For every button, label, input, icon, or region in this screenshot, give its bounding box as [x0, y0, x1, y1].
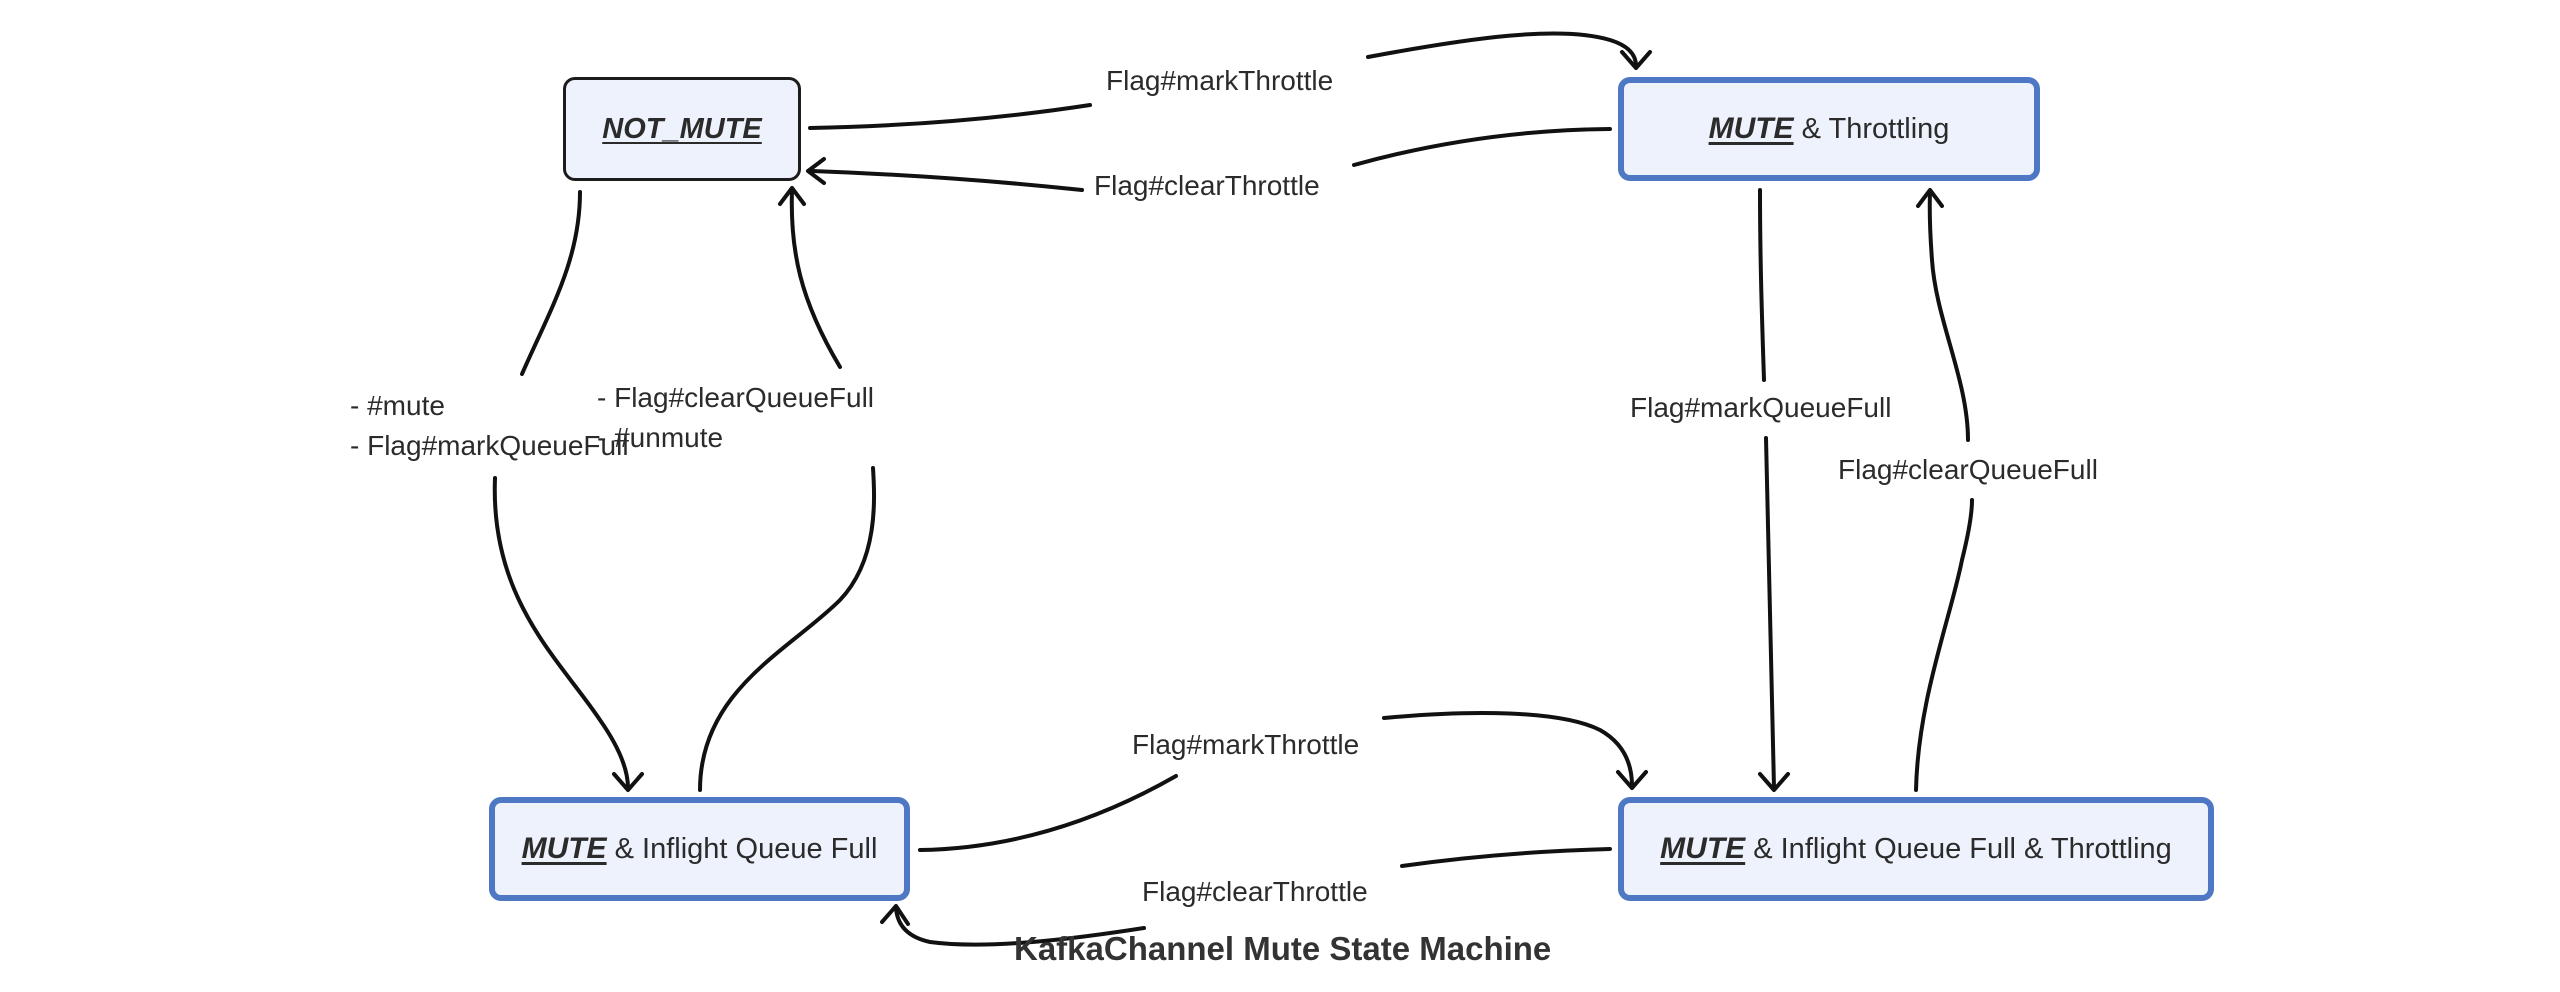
state-mute-queue-full-throttling: MUTE & Inflight Queue Full & Throttling: [1618, 797, 2214, 901]
label-mark-queue-full-left: - Flag#markQueueFull: [350, 430, 629, 461]
arrow-not-mute-to-queue-full-2: [492, 476, 630, 790]
arrowhead-queue-full-throttling-in-top: [1758, 772, 1790, 792]
arrowhead-throttling-in-bottom: [1916, 188, 1944, 208]
arrowhead-queue-full-throttling-in-left: [1616, 770, 1648, 790]
arrow-queue-full-to-queue-full-throttling: [918, 774, 1178, 852]
arrowhead-queue-full-in-top: [612, 772, 644, 792]
arrow-queue-full-to-not-mute: [698, 466, 877, 792]
arrow-throttling-to-not-mute: [1352, 127, 1612, 167]
arrow-throttling-to-queue-full-throttling-2: [1764, 436, 1776, 790]
arrow-queue-full-throttling-to-queue-full-2: [894, 906, 1146, 947]
label-clear-queue-full-right: Flag#clearQueueFull: [1838, 454, 2098, 485]
arrow-queue-full-to-queue-full-throttling-2: [1382, 711, 1634, 788]
label-clear-throttle-bottom: Flag#clearThrottle: [1142, 876, 1368, 907]
state-mute-label: MUTE: [1660, 832, 1746, 865]
arrow-queue-full-throttling-to-throttling-2: [1927, 190, 1970, 442]
label-mark-throttle-top: Flag#markThrottle: [1106, 65, 1334, 96]
state-mute-queue-full: MUTE & Inflight Queue Full: [489, 797, 910, 901]
label-mark-throttle-bottom: Flag#markThrottle: [1132, 729, 1360, 760]
arrow-not-mute-to-queue-full: [520, 190, 582, 376]
arrow-throttling-to-queue-full-throttling: [1758, 188, 1766, 382]
state-mute-label: MUTE: [1708, 112, 1794, 145]
state-mute-label: MUTE: [521, 832, 607, 865]
arrow-queue-full-to-not-mute-2: [789, 188, 842, 369]
arrow-throttling-to-not-mute-2: [810, 169, 1084, 192]
label-unmute-line: - #unmute: [597, 422, 724, 453]
state-not-mute: NOT_MUTE: [563, 77, 801, 181]
state-queue-full-throttling-label: & Inflight Queue Full & Throttling: [1745, 832, 2172, 865]
arrowhead-queue-full-in-bottom: [880, 904, 910, 926]
arrow-queue-full-throttling-to-throttling: [1914, 498, 1974, 792]
label-clear-throttle-top: Flag#clearThrottle: [1094, 170, 1320, 201]
diagram-title: KafkaChannel Mute State Machine: [1014, 930, 1552, 967]
arrow-not-mute-to-throttling-2: [1366, 31, 1638, 68]
label-mark-queue-full-right: Flag#markQueueFull: [1630, 392, 1892, 423]
arrowhead-throttling-in: [1620, 50, 1652, 70]
label-mute-line: - #mute: [350, 390, 445, 421]
state-throttling-label: & Throttling: [1793, 112, 1950, 145]
arrowhead-not-mute-in-bottom: [778, 186, 806, 206]
state-mute-throttling: MUTE & Throttling: [1618, 77, 2040, 181]
state-queue-full-label: & Inflight Queue Full: [606, 832, 878, 865]
arrow-not-mute-to-throttling: [808, 103, 1092, 130]
state-not-mute-label: NOT_MUTE: [602, 112, 762, 145]
arrowhead-not-mute-in-right: [806, 157, 826, 185]
arrow-queue-full-throttling-to-queue-full: [1400, 847, 1612, 868]
label-clear-queue-full-left: - Flag#clearQueueFull: [597, 382, 875, 413]
